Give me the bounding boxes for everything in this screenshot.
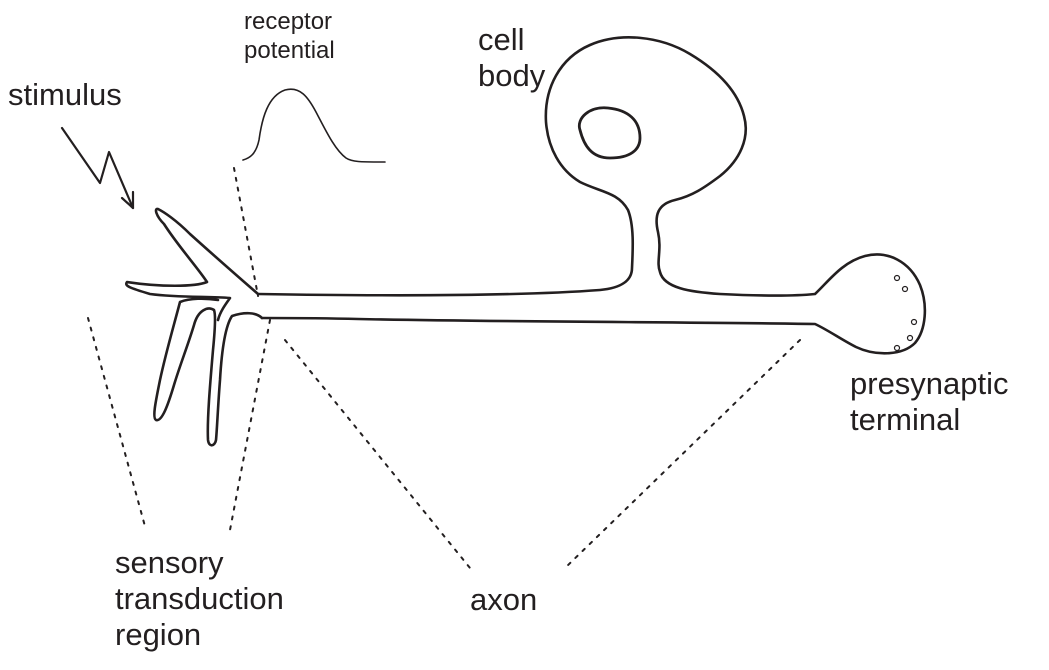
cell-body-line-2: body [478, 58, 546, 93]
dendrite-lower [153, 297, 264, 447]
neuron-outline [125, 36, 927, 447]
stimulus-label: stimulus [8, 77, 122, 112]
stimulus-arrowhead [120, 190, 135, 210]
presynaptic-terminal-line-2: terminal [850, 402, 961, 437]
axon-guide-line-left [284, 339, 471, 569]
receptor-potential-line-2: potential [244, 37, 335, 64]
sensory-line-2: transduction [115, 581, 284, 616]
vesicle [893, 344, 901, 352]
vesicle [901, 285, 909, 293]
axon-guide-line-right [564, 339, 801, 569]
sensory-guide-line-right [229, 319, 271, 531]
axon-upper-membrane [256, 36, 927, 355]
sensory-line-3: region [115, 617, 202, 652]
vesicle [906, 334, 914, 342]
dendrite-upper [125, 207, 260, 322]
axon-label: axon [470, 582, 538, 617]
receptor-potential-line-1: receptor [244, 8, 333, 35]
presynaptic-terminal-label: presynaptic terminal [850, 366, 1009, 438]
receptor-potential-trace [242, 88, 386, 163]
synaptic-vesicles [893, 274, 918, 352]
presynaptic-terminal-line-1: presynaptic [850, 366, 1009, 401]
sensory-guide-line-left [87, 317, 147, 531]
cell-body-label: cell body [478, 22, 545, 94]
vesicle [893, 274, 901, 282]
sensory-line-1: sensory [115, 545, 224, 580]
cell-body-line-1: cell [478, 22, 525, 57]
stimulus-arrow [60, 126, 135, 210]
guide-lines [87, 167, 801, 569]
sensory-transduction-region-label: sensory transduction region [115, 545, 284, 653]
receptor-potential-label: receptor potential [244, 7, 335, 65]
nucleus [577, 106, 642, 160]
vesicle [910, 318, 918, 326]
receptor-guide-line [233, 167, 259, 297]
